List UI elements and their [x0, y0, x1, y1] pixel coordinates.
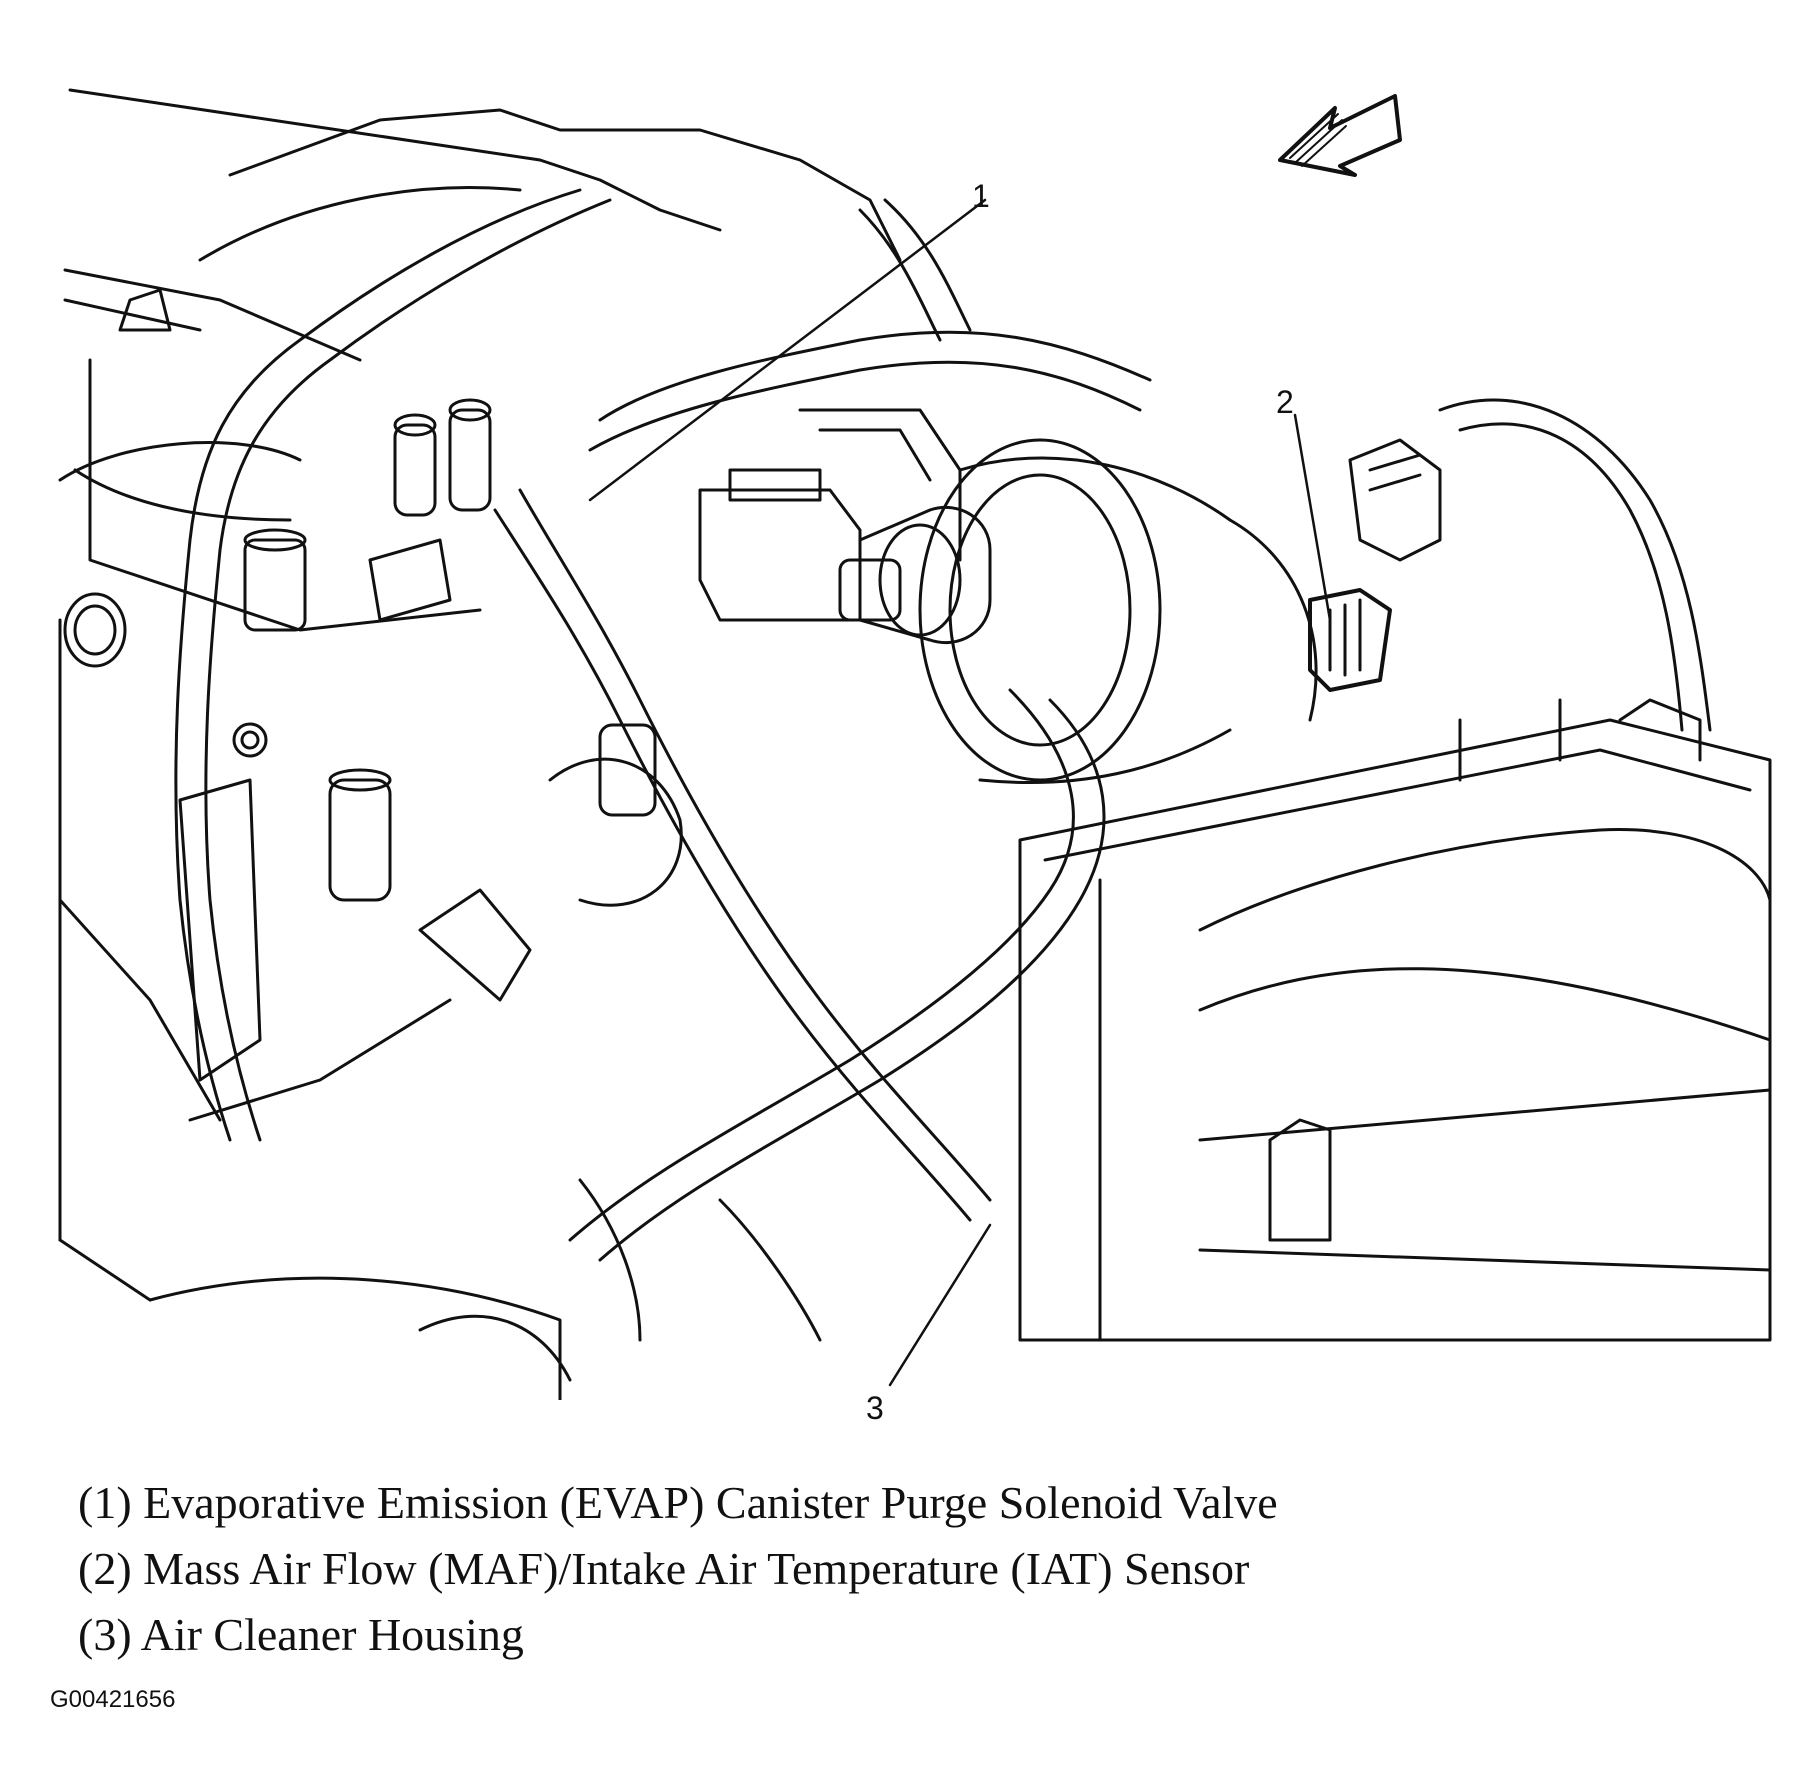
leader-lines	[588, 198, 1332, 1387]
maf-iat-sensor	[1308, 438, 1442, 692]
leader-line-2	[1293, 413, 1332, 622]
engine-bay-line-drawing	[58, 88, 1772, 1400]
component-legend: (1) Evaporative Emission (EVAP) Canister…	[78, 1470, 1278, 1668]
leader-line-1	[588, 198, 987, 502]
callout-number-2: 2	[1276, 384, 1294, 420]
figure-id: G00421656	[50, 1686, 176, 1713]
fuel-injectors	[243, 398, 657, 902]
legend-item-evap-valve: (1) Evaporative Emission (EVAP) Canister…	[78, 1477, 1278, 1528]
leader-line-3	[888, 1223, 992, 1387]
evap-purge-solenoid	[698, 408, 992, 645]
legend-item-air-cleaner-housing: (3) Air Cleaner Housing	[78, 1609, 524, 1660]
arrow-down-left-icon	[1278, 94, 1402, 177]
legend-item-maf-iat-sensor: (2) Mass Air Flow (MAF)/Intake Air Tempe…	[78, 1543, 1250, 1594]
wiring-harness	[174, 188, 1712, 1262]
callout-number-1: 1	[972, 178, 990, 214]
engine-block-lower	[58, 592, 822, 1400]
intake-manifold	[58, 88, 902, 632]
intake-duct	[918, 438, 1318, 785]
air-cleaner-housing	[1018, 698, 1772, 1342]
callout-number-3: 3	[866, 1390, 884, 1426]
